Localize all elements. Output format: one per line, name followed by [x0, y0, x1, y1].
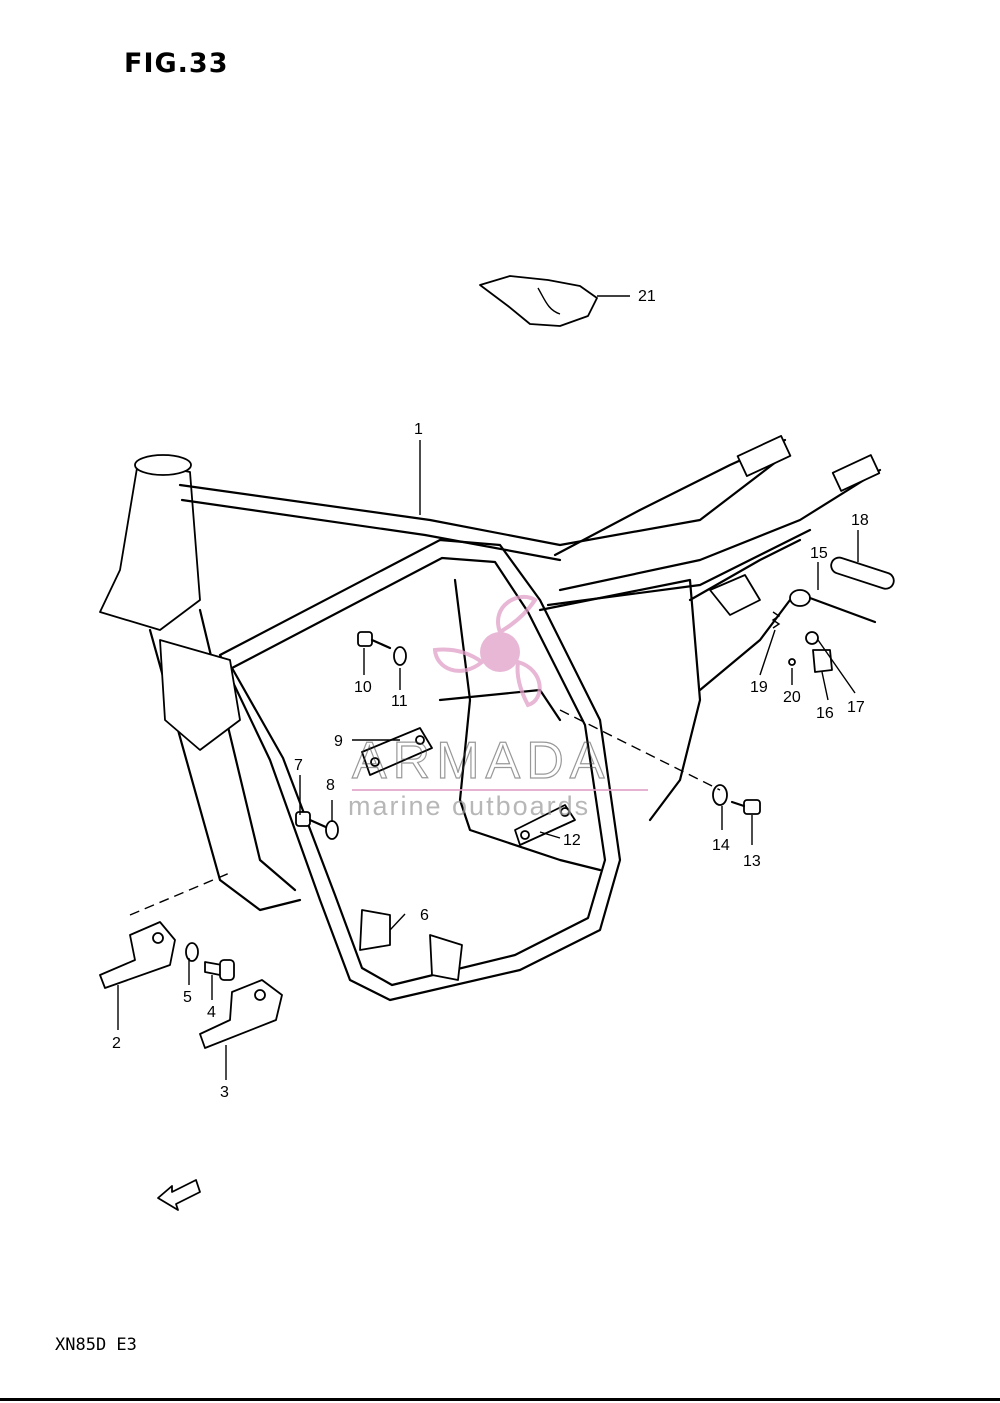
- callout-2: 2: [112, 1035, 121, 1052]
- callout-3: 3: [220, 1084, 229, 1101]
- fwd-arrow-icon: FWD: [157, 1179, 201, 1211]
- callout-5: 5: [183, 989, 192, 1006]
- part-2-bracket: [99, 921, 176, 989]
- callout-20: 20: [783, 689, 801, 706]
- part-1-main-frame: [99, 434, 882, 1002]
- callout-14: 14: [712, 837, 730, 854]
- part-4-bolt: [204, 959, 235, 981]
- callout-19: 19: [750, 679, 768, 696]
- model-code: XN85D E3: [55, 1335, 137, 1355]
- callout-labels: 1 2 3 4 5 6 7 8 9 10 11 12 13 14 15 16 1…: [112, 288, 869, 1101]
- part-5-washer: [185, 942, 199, 962]
- part-17-washer: [805, 631, 819, 645]
- callout-9: 9: [334, 733, 343, 750]
- part-14-washer: [712, 784, 728, 806]
- part-12-plate: [514, 804, 576, 846]
- callout-13: 13: [743, 853, 761, 870]
- callout-17: 17: [847, 699, 865, 716]
- callout-1: 1: [414, 421, 423, 438]
- callout-7: 7: [294, 757, 303, 774]
- callout-8: 8: [326, 777, 335, 794]
- callout-18: 18: [851, 512, 869, 529]
- callout-16: 16: [816, 705, 834, 722]
- part-18-pin: [830, 556, 895, 590]
- callout-11: 11: [391, 693, 408, 710]
- part-20-clip: [788, 658, 796, 666]
- callout-4: 4: [207, 1004, 216, 1021]
- part-13-bolt: [730, 799, 761, 815]
- part-11-nut: [393, 646, 407, 666]
- propeller-logo: [432, 594, 542, 708]
- leader-lines: [117, 440, 859, 1080]
- part-3-bracket: [199, 979, 283, 1049]
- part-19-spring: [771, 611, 781, 629]
- part-16-nut: [812, 649, 833, 673]
- armada-watermark: ARMADA marine outboards: [348, 594, 648, 821]
- callout-12: 12: [563, 832, 581, 849]
- callout-10: 10: [354, 679, 372, 696]
- part-21-cover: [479, 275, 630, 327]
- part-8-nut: [325, 820, 339, 840]
- figure-title: FIG.33: [124, 48, 229, 79]
- callout-15: 15: [810, 545, 828, 562]
- callout-21: 21: [638, 288, 656, 305]
- part-9-plate: [361, 727, 433, 776]
- part-10-bolt: [357, 631, 392, 650]
- bottom-rule: [0, 1398, 1000, 1401]
- watermark-brand: ARMADA: [352, 732, 610, 790]
- watermark-tagline: marine outboards: [348, 791, 590, 821]
- part-15-shaft: [789, 589, 877, 624]
- callout-6: 6: [420, 907, 429, 924]
- part-7-bolt: [295, 811, 330, 830]
